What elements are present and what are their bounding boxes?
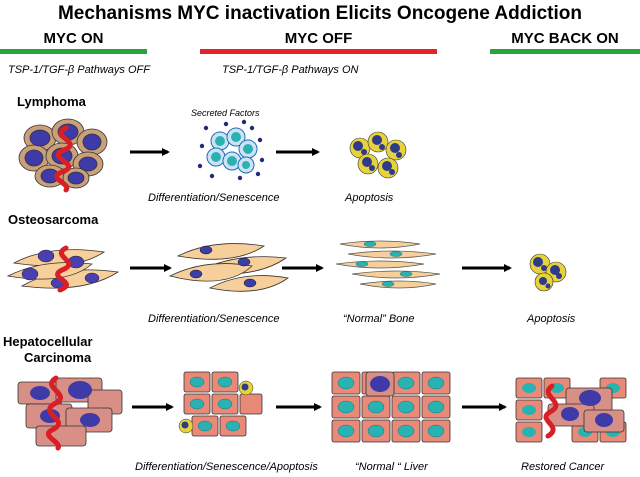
hcc-caption-restored-cancer: Restored Cancer <box>521 461 605 473</box>
myc-squiggle-icon <box>55 245 72 293</box>
hcc-tumor-nuclei <box>30 381 100 427</box>
page-title: Mechanisms MYC inactivation Elicits Onco… <box>57 3 582 24</box>
secreted-factors-label: Secreted Factors <box>191 108 260 118</box>
myc-back-on-bar <box>490 49 640 54</box>
myc-squiggle-icon <box>543 383 559 439</box>
osteo-caption-differentiation: Differentiation/Senescence <box>148 313 280 325</box>
osteo-caption-apoptosis: Apoptosis <box>527 313 576 325</box>
secreted-factors-dots <box>197 119 265 181</box>
hcc-caption-normal-liver: “Normal “ Liver <box>355 461 428 473</box>
restored-cancer-tumor-nuclei <box>561 390 613 427</box>
osteo-differentiated-nuclei <box>189 245 257 288</box>
normal-bone-cells <box>335 240 441 289</box>
hcc-differentiated-cells <box>183 371 263 437</box>
normal-liver-central-cell <box>365 371 395 397</box>
osteo-differentiated-cells <box>168 243 290 292</box>
section-hcc-label-line2: Carcinoma <box>24 350 92 365</box>
phase-myc-back-on-label: MYC BACK ON <box>511 30 619 47</box>
myc-squiggle-icon <box>54 125 73 193</box>
pathways-on-label: TSP-1/TGF-β Pathways ON <box>222 64 359 76</box>
restored-cancer-teal-nuclei <box>522 383 620 437</box>
osteo-apoptotic-cells <box>529 253 567 292</box>
hcc-caption-differentiation: Differentiation/Senescence/Apoptosis <box>135 461 318 473</box>
myc-off-bar <box>200 49 437 54</box>
hcc-apoptotic-bodies <box>178 380 254 434</box>
myc-on-bar <box>0 49 147 54</box>
myc-squiggle-icon <box>45 375 63 451</box>
pathways-off-label: TSP-1/TGF-β Pathways OFF <box>8 64 150 76</box>
lymphoma-differentiated-cluster <box>206 127 258 174</box>
lymphoma-caption-apoptosis: Apoptosis <box>345 192 394 204</box>
hcc-differentiated-nuclei <box>189 376 241 432</box>
section-osteosarcoma-label: Osteosarcoma <box>8 212 99 227</box>
phase-myc-on-label: MYC ON <box>43 30 104 47</box>
normal-bone-nuclei <box>355 241 413 287</box>
osteo-caption-normal-bone: “Normal” Bone <box>343 313 415 325</box>
osteo-tumor-nuclei <box>21 249 100 289</box>
lymphoma-caption-differentiation: Differentiation/Senescence <box>148 192 280 204</box>
phase-myc-off-label: MYC OFF <box>284 30 353 47</box>
section-hcc-label-line1: Hepatocellular <box>3 334 93 349</box>
section-lymphoma-label: Lymphoma <box>17 94 86 109</box>
lymphoma-apoptotic-cells <box>349 131 407 179</box>
